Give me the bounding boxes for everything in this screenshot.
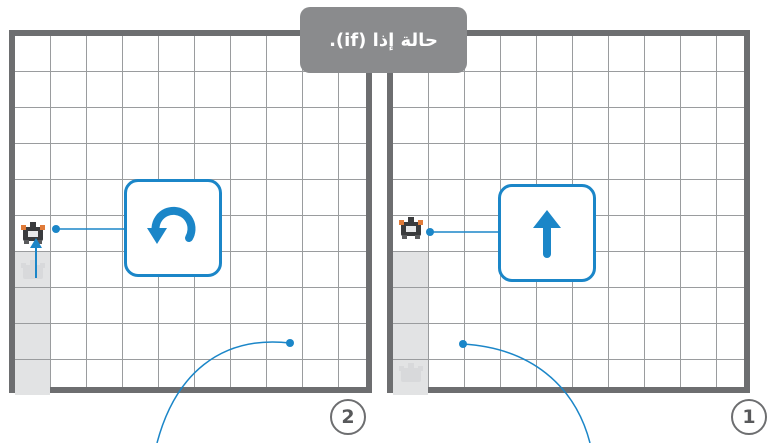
path-cell [15, 360, 50, 395]
move-forward-command-box [498, 184, 596, 282]
path-cell [393, 324, 428, 359]
up-arrow-icon [527, 208, 567, 258]
path-cell [393, 288, 428, 323]
robot-ghost-icon [20, 259, 46, 283]
step-number-badge: 2 [330, 399, 366, 435]
robot-icon [20, 221, 46, 245]
grid-board-step-2 [9, 30, 372, 393]
robot-icon [398, 216, 424, 240]
step-number-badge: 1 [731, 399, 767, 435]
turn-left-command-box [124, 179, 222, 277]
path-cell [15, 324, 50, 359]
path-cell [393, 252, 428, 287]
turn-left-arrow-icon [143, 198, 203, 258]
title-badge: حالة إذا (if). [300, 7, 467, 73]
robot-ghost-icon [398, 362, 424, 386]
grid-board-step-1 [387, 30, 750, 393]
path-cell [15, 288, 50, 323]
